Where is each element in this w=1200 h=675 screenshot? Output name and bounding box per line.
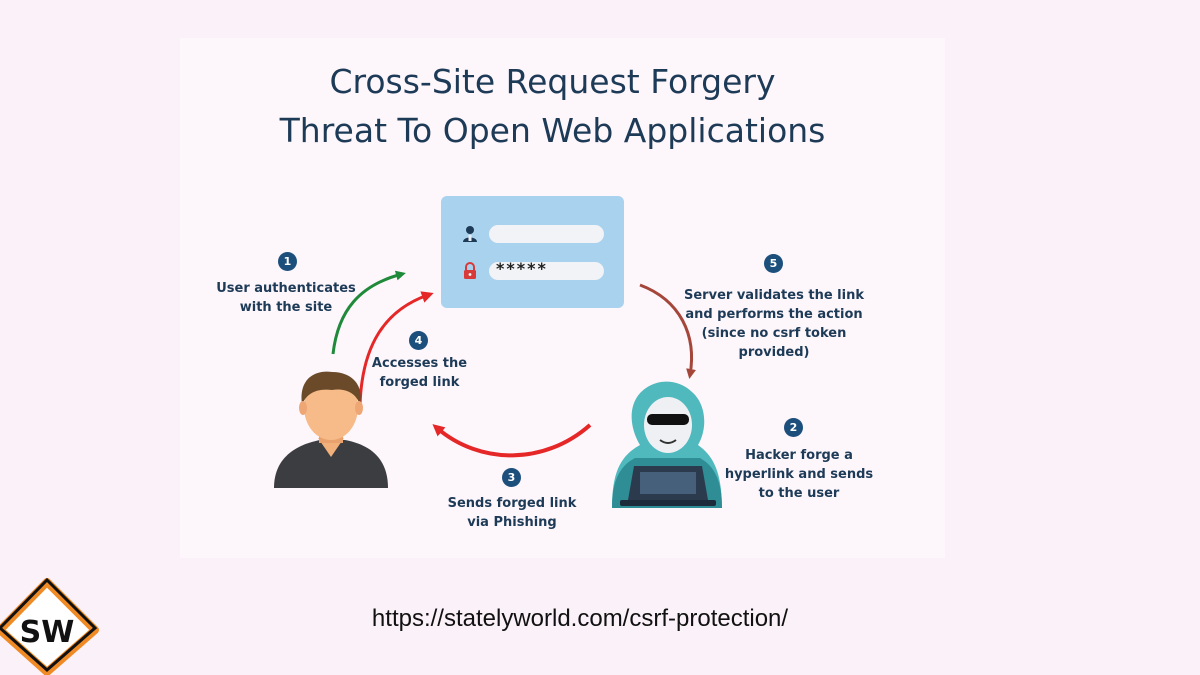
source-url: https://statelyworld.com/csrf-protection… xyxy=(371,605,789,632)
arrow-sends-phishing xyxy=(432,423,592,458)
step-5-badge: 5 xyxy=(764,254,783,273)
title-line-1: Cross-Site Request Forgery xyxy=(329,62,776,101)
lock-icon xyxy=(464,262,476,279)
step-4-badge: 4 xyxy=(409,331,428,350)
step-1-badge: 1 xyxy=(278,252,297,271)
arrow-user-authenticates xyxy=(331,270,406,355)
user-icon xyxy=(463,226,477,242)
password-field: ***** xyxy=(489,259,604,280)
arrow-server-validates xyxy=(639,283,696,379)
password-mask: ***** xyxy=(496,259,548,278)
title-line-2: Threat To Open Web Applications xyxy=(279,111,826,150)
login-form-card: ***** xyxy=(441,196,624,308)
username-field xyxy=(489,225,604,243)
step-2-badge: 2 xyxy=(784,418,803,437)
arrow-accesses-link xyxy=(358,291,434,406)
step-3-badge: 3 xyxy=(502,468,521,487)
